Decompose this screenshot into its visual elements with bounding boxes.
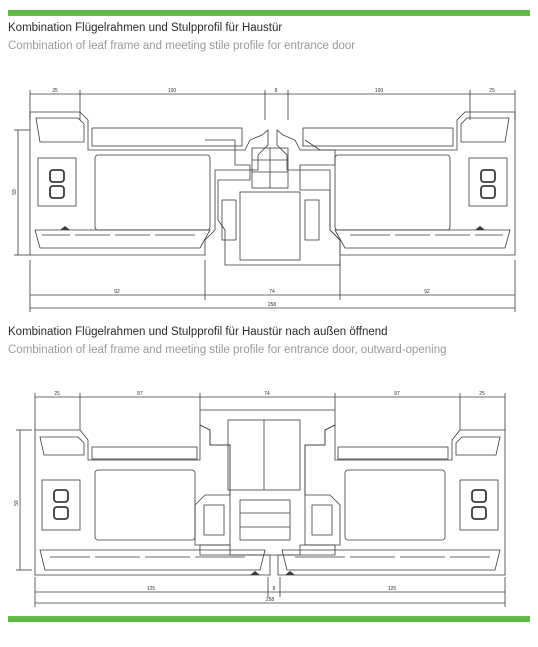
dim-total: 258 bbox=[268, 302, 277, 308]
dim-bottom-right: 125 bbox=[388, 586, 397, 592]
dim-bottom-left: 125 bbox=[147, 586, 156, 592]
dim-mid: 74 bbox=[264, 391, 270, 397]
section1-diagram: 25 100 8 100 25 59 92 74 92 258 bbox=[12, 88, 516, 312]
section1-title: Kombination Flügelrahmen und Stulpprofil… bbox=[8, 22, 283, 34]
section2-diagram: 25 87 74 87 25 59 125 8 125 258 bbox=[14, 391, 506, 607]
dim-bottom-mid: 74 bbox=[269, 289, 275, 295]
top-accent-bar bbox=[8, 10, 530, 16]
dim-gap: 8 bbox=[273, 586, 276, 592]
dim-bottom-left: 92 bbox=[114, 289, 120, 295]
dim-height: 59 bbox=[14, 500, 20, 506]
dim-right-leaf: 100 bbox=[375, 88, 384, 94]
section2-subtitle: Combination of leaf frame and meeting st… bbox=[8, 344, 447, 356]
dim-total: 258 bbox=[266, 597, 275, 603]
dim-left-leaf: 100 bbox=[168, 88, 177, 94]
dim-right-frame: 25 bbox=[479, 391, 485, 397]
dim-gap: 8 bbox=[275, 88, 278, 94]
section2-title: Kombination Flügelrahmen und Stulpprofil… bbox=[8, 326, 388, 338]
dim-bottom-right: 92 bbox=[424, 289, 430, 295]
dim-height: 59 bbox=[12, 189, 18, 195]
dim-right-leaf: 87 bbox=[394, 391, 400, 397]
bottom-accent-bar bbox=[8, 616, 530, 622]
dim-left-frame: 25 bbox=[52, 88, 58, 94]
dim-left-leaf: 87 bbox=[137, 391, 143, 397]
dim-right-frame: 25 bbox=[489, 88, 495, 94]
section1-subtitle: Combination of leaf frame and meeting st… bbox=[8, 40, 356, 52]
dim-left-frame: 25 bbox=[54, 391, 60, 397]
